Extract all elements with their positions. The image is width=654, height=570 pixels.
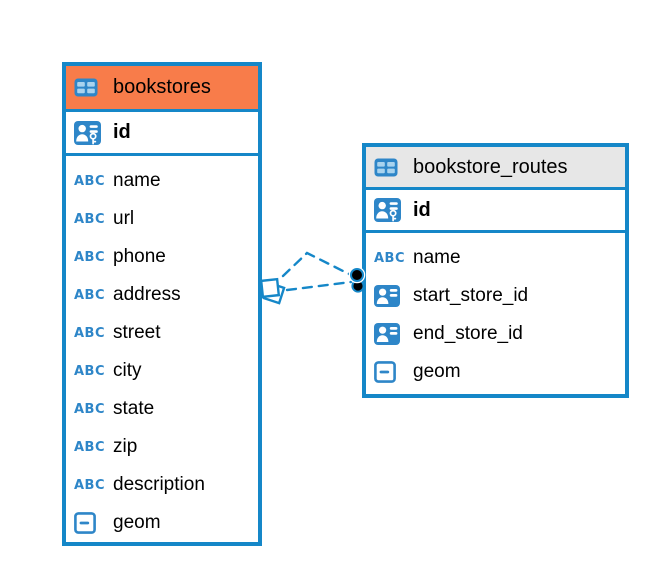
column-row-bookstores-phone[interactable]: ABC phone: [66, 238, 258, 276]
text-type-icon: ABC: [74, 287, 106, 303]
table-icon: [374, 158, 404, 177]
column-label: name: [413, 247, 461, 268]
text-type-icon: ABC: [74, 325, 106, 341]
text-type-icon: ABC: [374, 250, 406, 266]
text-type-icon: ABC: [74, 211, 106, 227]
column-label: id: [113, 121, 131, 143]
column-row-bookstores-street[interactable]: ABC street: [66, 314, 258, 352]
table-bookstores-title: bookstores: [113, 76, 211, 98]
column-row-bookstores-description[interactable]: ABC description: [66, 466, 258, 504]
column-row-bookstores-zip[interactable]: ABC zip: [66, 428, 258, 466]
column-row-routes-end-store-id[interactable]: end_store_id: [366, 315, 625, 353]
column-label: id: [413, 198, 431, 221]
column-row-bookstores-state[interactable]: ABC state: [66, 390, 258, 428]
table-bookstore-routes-title: bookstore_routes: [413, 155, 568, 178]
column-row-bookstores-id[interactable]: id: [66, 112, 258, 156]
column-label: state: [113, 398, 155, 419]
table-bookstores[interactable]: bookstores id ABC: [62, 62, 262, 546]
relationship-source-handle[interactable]: [259, 277, 286, 305]
column-row-bookstores-geom[interactable]: geom: [66, 504, 258, 542]
relationship-line-start-store-id[interactable]: [281, 251, 353, 278]
column-label: city: [113, 360, 142, 381]
column-label: phone: [113, 246, 166, 267]
column-row-bookstores-url[interactable]: ABC url: [66, 200, 258, 238]
primary-key-icon: [74, 120, 104, 145]
column-label: url: [113, 208, 135, 229]
text-type-icon: ABC: [74, 173, 106, 189]
text-type-icon: ABC: [74, 363, 106, 379]
column-row-routes-name[interactable]: ABC name: [366, 239, 625, 277]
text-type-icon: ABC: [74, 401, 106, 417]
foreign-key-icon: [374, 285, 404, 307]
column-label: end_store_id: [413, 323, 523, 344]
relationship-line-end-store-id[interactable]: [285, 280, 353, 292]
column-row-routes-id[interactable]: id: [366, 190, 625, 233]
table-bookstore-routes-columns: ABC name start_store_id: [366, 233, 625, 394]
column-label: zip: [113, 436, 138, 457]
column-row-bookstores-city[interactable]: ABC city: [66, 352, 258, 390]
table-bookstores-columns: ABC name ABC url ABC phone ABC address A…: [66, 156, 258, 542]
column-row-routes-start-store-id[interactable]: start_store_id: [366, 277, 625, 315]
column-label: address: [113, 284, 181, 305]
table-bookstore-routes-header[interactable]: bookstore_routes: [366, 147, 625, 190]
text-type-icon: ABC: [74, 249, 106, 265]
geometry-type-icon: [374, 361, 404, 383]
column-label: geom: [413, 361, 461, 382]
table-bookstores-header[interactable]: bookstores: [66, 66, 258, 112]
primary-key-icon: [374, 198, 404, 222]
text-type-icon: ABC: [74, 477, 106, 493]
column-label: street: [113, 322, 161, 343]
column-label: start_store_id: [413, 285, 529, 306]
column-label: name: [113, 170, 161, 191]
column-label: description: [113, 474, 205, 495]
table-icon: [74, 78, 104, 97]
foreign-key-icon: [374, 323, 404, 345]
column-row-bookstores-name[interactable]: ABC name: [66, 162, 258, 200]
geometry-type-icon: [74, 512, 104, 534]
column-row-routes-geom[interactable]: geom: [366, 353, 625, 391]
table-bookstore-routes[interactable]: bookstore_routes id AB: [362, 143, 629, 398]
text-type-icon: ABC: [74, 439, 106, 455]
column-label: geom: [113, 512, 161, 533]
column-row-bookstores-address[interactable]: ABC address: [66, 276, 258, 314]
